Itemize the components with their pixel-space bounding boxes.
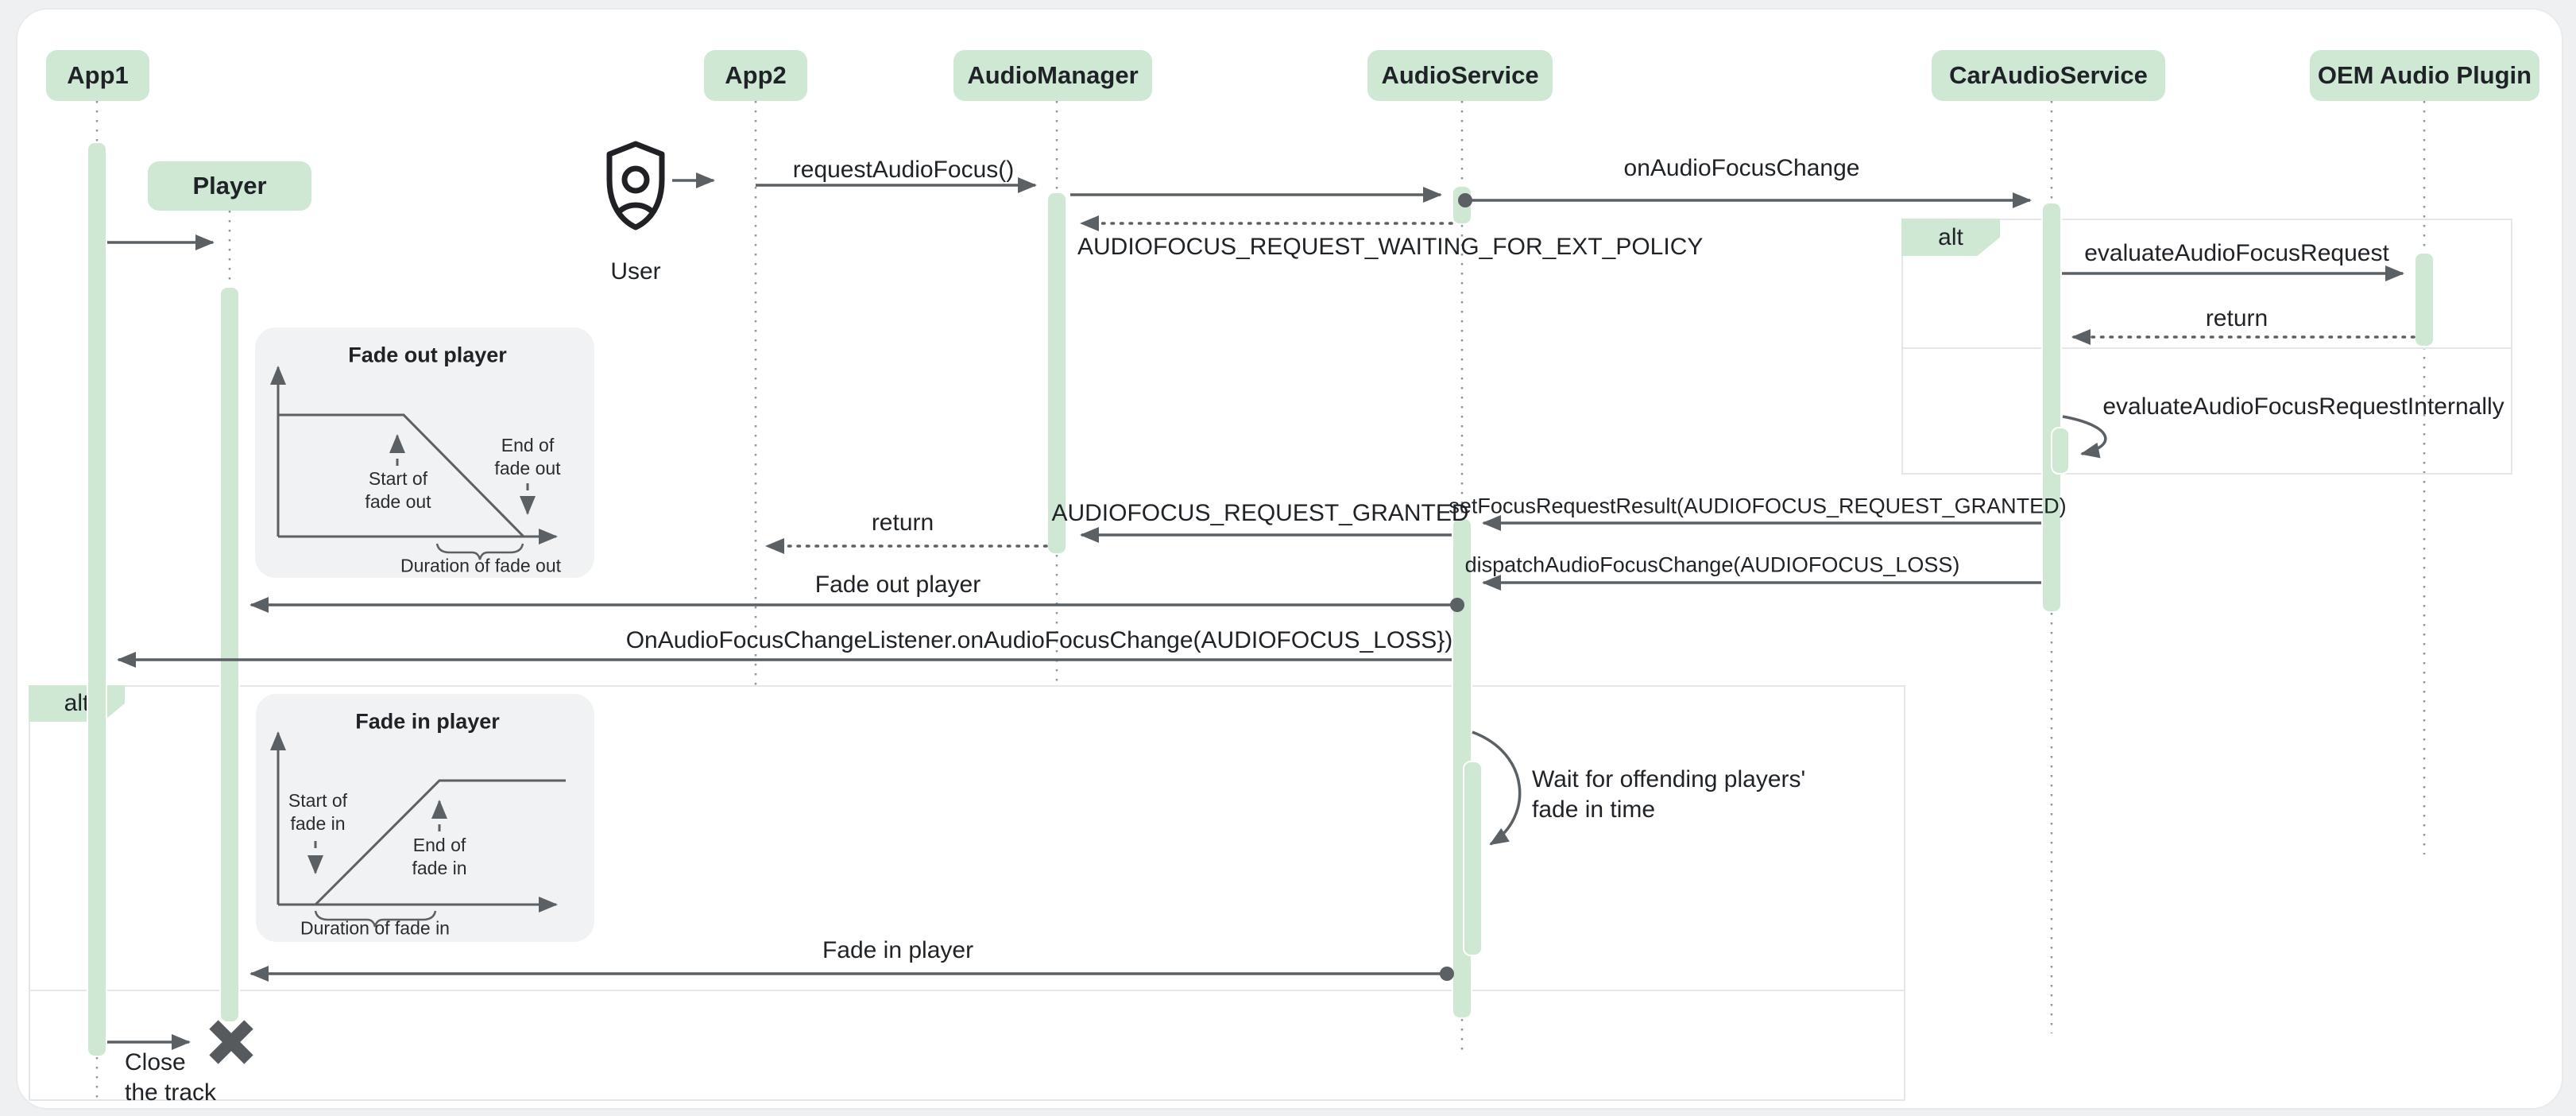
participant-label: AudioService (1381, 61, 1539, 89)
message-waiting-for-ext-policy: AUDIOFOCUS_REQUEST_WAITING_FOR_EXT_POLIC… (1077, 234, 1704, 260)
message-evaluate-return: return (2205, 305, 2269, 331)
participant-label: App2 (725, 61, 787, 89)
alt-label-text: alt (1938, 223, 1963, 250)
participant-app1: App1 (46, 50, 149, 101)
note-wait-for-fade-in: Wait for offending players' fade in time (1532, 765, 1805, 825)
participant-oem-audio-plugin: OEM Audio Plugin (2310, 50, 2539, 101)
note-line: End of (412, 835, 466, 855)
fade-out-inset-title: Fade out player (348, 343, 507, 367)
fade-in-end-label: End of fade in (412, 834, 466, 880)
participant-app2: App2 (704, 50, 807, 101)
participant-player: Player (148, 161, 311, 211)
note-line: fade out (365, 491, 431, 512)
alt-fragment-outer (29, 685, 1905, 1101)
participant-label: Player (192, 172, 267, 200)
fade-out-start-label: Start of fade out (365, 467, 431, 513)
message-line: Close (125, 1049, 186, 1075)
activation-app1 (87, 141, 107, 1057)
actor-user-label: User (610, 258, 661, 285)
participant-audiomanager: AudioManager (953, 50, 1152, 101)
participant-label: AudioManager (967, 61, 1139, 89)
fade-in-duration-label: Duration of fade in (300, 917, 450, 939)
note-line: End of (501, 435, 555, 455)
note-line: fade in (412, 858, 467, 878)
message-request-audio-focus: requestAudioFocus() (792, 157, 1015, 183)
message-evaluate-audio-focus-request: evaluateAudioFocusRequest (2084, 240, 2389, 266)
alt-fragment-outer-label: alt (29, 685, 125, 722)
fade-out-duration-label: Duration of fade out (400, 555, 562, 576)
message-evaluate-internally: evaluateAudioFocusRequestInternally (2102, 393, 2504, 420)
message-granted: AUDIOFOCUS_REQUEST_GRANTED (1051, 500, 1469, 526)
activation-oem (2414, 252, 2435, 347)
alt-fragment-outer-divider (29, 990, 1905, 991)
alt-fragment-inner (1901, 219, 2512, 475)
alt-fragment-inner-divider (1901, 347, 2512, 349)
activation-audioservice-top (1452, 185, 1472, 225)
activation-player (219, 286, 240, 1023)
alt-label-text: alt (64, 690, 90, 716)
activation-audioservice-nested (1463, 761, 1483, 956)
note-line: Wait for offending players' (1532, 766, 1806, 792)
participant-audioservice: AudioService (1367, 50, 1553, 101)
message-line: the track (125, 1079, 217, 1106)
fade-out-end-label: End of fade out (494, 434, 560, 480)
message-fade-out-player: Fade out player (814, 572, 981, 598)
fade-in-inset-title: Fade in player (355, 709, 500, 734)
note-line: Start of (368, 468, 428, 489)
message-listener-callback: OnAudioFocusChangeListener.onAudioFocusC… (625, 627, 1453, 653)
participant-label: CarAudioService (1949, 61, 2148, 89)
message-set-focus-request-result: setFocusRequestResult(AUDIOFOCUS_REQUEST… (1449, 494, 2067, 518)
note-line: fade in (290, 813, 346, 834)
participant-caraudioservice: CarAudioService (1932, 50, 2165, 101)
note-line: fade in time (1532, 796, 1656, 823)
message-granted-return: return (871, 510, 934, 536)
activation-audiomanager (1046, 192, 1067, 555)
activation-caraudioservice (2041, 202, 2062, 613)
message-close-the-track: Close the track (125, 1048, 216, 1108)
alt-fragment-inner-label: alt (1901, 219, 2000, 256)
activation-caraudioservice-internal (2051, 427, 2070, 475)
participant-label: App1 (67, 61, 129, 89)
message-on-audio-focus-change: onAudioFocusChange (1623, 155, 1860, 181)
message-dispatch-audio-focus-change: dispatchAudioFocusChange(AUDIOFOCUS_LOSS… (1464, 552, 1960, 577)
participant-label: OEM Audio Plugin (2317, 61, 2532, 89)
note-line: fade out (494, 458, 561, 479)
message-fade-in-player: Fade in player (822, 937, 974, 963)
fade-in-start-label: Start of fade in (288, 789, 347, 835)
note-line: Start of (288, 790, 348, 811)
